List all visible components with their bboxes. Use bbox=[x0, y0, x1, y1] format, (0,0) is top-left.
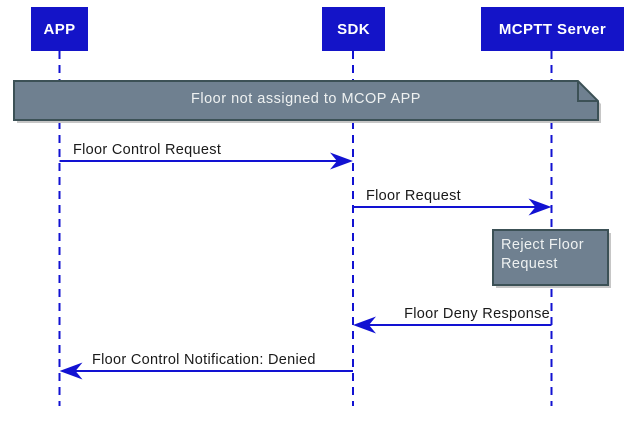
message-label-floor-control-request: Floor Control Request bbox=[73, 142, 222, 158]
arrow-head-left-icon bbox=[353, 316, 376, 334]
message-label-floor-control-notification-denied: Floor Control Notification: Denied bbox=[92, 352, 316, 368]
note-shape bbox=[13, 80, 599, 121]
action-box-text: Reject Floor Request bbox=[501, 237, 584, 272]
arrow-head-left-icon bbox=[59, 362, 83, 380]
actor-box-app: APP bbox=[31, 7, 88, 51]
action-box bbox=[492, 229, 609, 286]
message-label-floor-request: Floor Request bbox=[366, 188, 461, 204]
note-text: Floor not assigned to MCOP APP bbox=[191, 91, 421, 107]
actor-box-sdk: SDK bbox=[322, 7, 385, 51]
actor-box-mcptt-server: MCPTT Server bbox=[481, 7, 624, 51]
note-fold-corner bbox=[577, 81, 598, 102]
arrow-head-right-icon bbox=[528, 198, 552, 216]
message-label-floor-deny-response: Floor Deny Response bbox=[404, 306, 550, 322]
arrow-head-right-icon bbox=[330, 152, 353, 170]
